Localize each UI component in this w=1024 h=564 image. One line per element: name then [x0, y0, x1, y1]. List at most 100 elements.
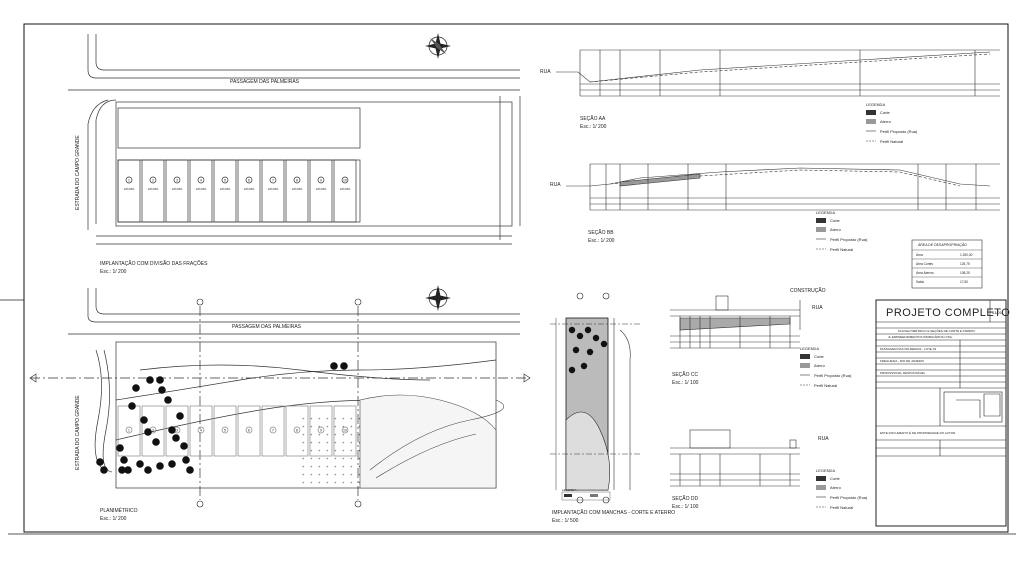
title-block-location: FREGUESIA - RIO DE JANEIRO: [880, 359, 925, 363]
section-bb: [566, 163, 1000, 211]
legend-cc: LEGENDA Corte Aterro Perfil Proposto (Ru…: [800, 346, 852, 388]
hatch-mark: +: [358, 424, 361, 429]
legend-item-aterro: Aterro: [880, 119, 892, 124]
hatch-mark: +: [358, 472, 361, 477]
hatch-mark: +: [302, 480, 305, 485]
lot-bottom-8: 8: [285, 405, 309, 457]
plan-top-scale: Esc.: 1/ 200: [100, 269, 127, 275]
section-cc-scale: Esc.: 1/ 100: [672, 380, 699, 386]
lot-number: 10: [343, 429, 347, 433]
lot-number: 1: [128, 179, 130, 183]
section-bb-title: SEÇÃO BB: [588, 229, 614, 236]
plan-vegetation-scale: Esc.: 1/ 500: [552, 518, 579, 524]
legend-aa: LEGENDA Corte Aterro Perfil Proposto (Ru…: [866, 102, 918, 144]
hatch-mark: +: [358, 456, 361, 461]
tree-marker: [580, 362, 588, 370]
lot-number: 9: [320, 179, 322, 183]
tree-marker: [182, 456, 190, 464]
hatch-mark: +: [342, 432, 345, 437]
plan-top-title: IMPLANTAÇÃO COM DIVISÃO DAS FRAÇÕES: [100, 260, 208, 267]
hatch-mark: +: [350, 432, 353, 437]
lot-bottom-7: 7: [261, 405, 285, 457]
lot-number: 6: [248, 179, 250, 183]
tree-marker: [100, 466, 108, 474]
plan-vegetation: [550, 317, 640, 501]
area-table-title: ÁREA DE DESAPROPRIAÇÃO: [918, 242, 967, 247]
hatch-mark: +: [326, 424, 329, 429]
hatch-mark: +: [350, 480, 353, 485]
hatch-mark: +: [318, 448, 321, 453]
tree-marker: [568, 326, 576, 334]
hatch-mark: +: [350, 472, 353, 477]
tree-marker: [176, 412, 184, 420]
hatch-mark: +: [318, 472, 321, 477]
hatch-mark: +: [302, 448, 305, 453]
hatch-mark: +: [326, 432, 329, 437]
tree-marker: [186, 466, 194, 474]
hatch-mark: +: [334, 480, 337, 485]
hatch-mark: +: [326, 416, 329, 421]
lot-number: 2: [152, 429, 154, 433]
lot-number: 8: [296, 179, 298, 183]
legend-title-dd: LEGENDA: [816, 468, 835, 473]
tree-marker: [586, 348, 594, 356]
lot-number: 2: [152, 179, 154, 183]
legend-item-corte-dd: Corte: [830, 476, 841, 481]
legend-title: LEGENDA: [866, 102, 885, 107]
hatch-mark: +: [318, 480, 321, 485]
hatch-mark: +: [350, 464, 353, 469]
title-block-subtitle: PLANIALTIMÉTRICO E SEÇÕES DE CORTE E ATE…: [898, 328, 976, 333]
section-aa: [556, 49, 1000, 97]
north-arrow-icon: [425, 33, 451, 59]
tree-marker: [592, 334, 600, 342]
section-aa-title: SEÇÃO AA: [580, 115, 606, 122]
sheet-border: [23, 23, 1009, 533]
hatch-mark: +: [342, 424, 345, 429]
hatch-mark: +: [310, 456, 313, 461]
lot-number: 6: [248, 429, 250, 433]
hatch-mark: +: [334, 464, 337, 469]
tree-marker: [576, 332, 584, 340]
section-cc-street: RUA: [812, 305, 823, 311]
hatch-mark: +: [318, 464, 321, 469]
hatch-mark: +: [310, 480, 313, 485]
lot-number: 3: [176, 179, 178, 183]
title-block-address: PASSAGEM DAS PALMEIRAS - LOTE 03: [880, 347, 936, 351]
legend-item-perfil-proposto-cc: Perfil Proposto (Rua): [814, 373, 852, 378]
hatch-mark: +: [302, 472, 305, 477]
section-aa-scale: Esc.: 1/ 200: [580, 124, 607, 130]
lot-bottom-10: 10: [333, 405, 357, 457]
hatch-mark: +: [310, 448, 313, 453]
hatch-mark: +: [358, 480, 361, 485]
hatch-mark: +: [334, 432, 337, 437]
hatch-mark: +: [318, 456, 321, 461]
title-block-heading: PROJETO COMPLETO: [886, 307, 1010, 319]
section-dd-scale: Esc.: 1/ 100: [672, 504, 699, 510]
hatch-mark: +: [326, 472, 329, 477]
title-block-sheet: 01/01: [992, 310, 1003, 315]
section-cc-title: SEÇÃO CC: [672, 371, 699, 378]
area-row-value: 1.250,00: [960, 253, 973, 257]
tree-marker: [116, 444, 124, 452]
area-row-value: 17,50: [960, 280, 968, 284]
lot-number: 1: [128, 429, 130, 433]
hatch-mark: +: [326, 440, 329, 445]
tree-marker: [568, 366, 576, 374]
legend-item-perfil-proposto-bb: Perfil Proposto (Rua): [830, 237, 868, 242]
hatch-mark: +: [342, 416, 345, 421]
legend-dd: LEGENDA Corte Aterro Perfil Proposto (Ru…: [816, 468, 868, 510]
hatch-mark: +: [302, 416, 305, 421]
lot-number: 5: [224, 429, 226, 433]
lot-number: 5: [224, 179, 226, 183]
tree-marker: [158, 386, 166, 394]
section-aa-street: RUA: [540, 69, 551, 75]
tree-marker: [136, 460, 144, 468]
